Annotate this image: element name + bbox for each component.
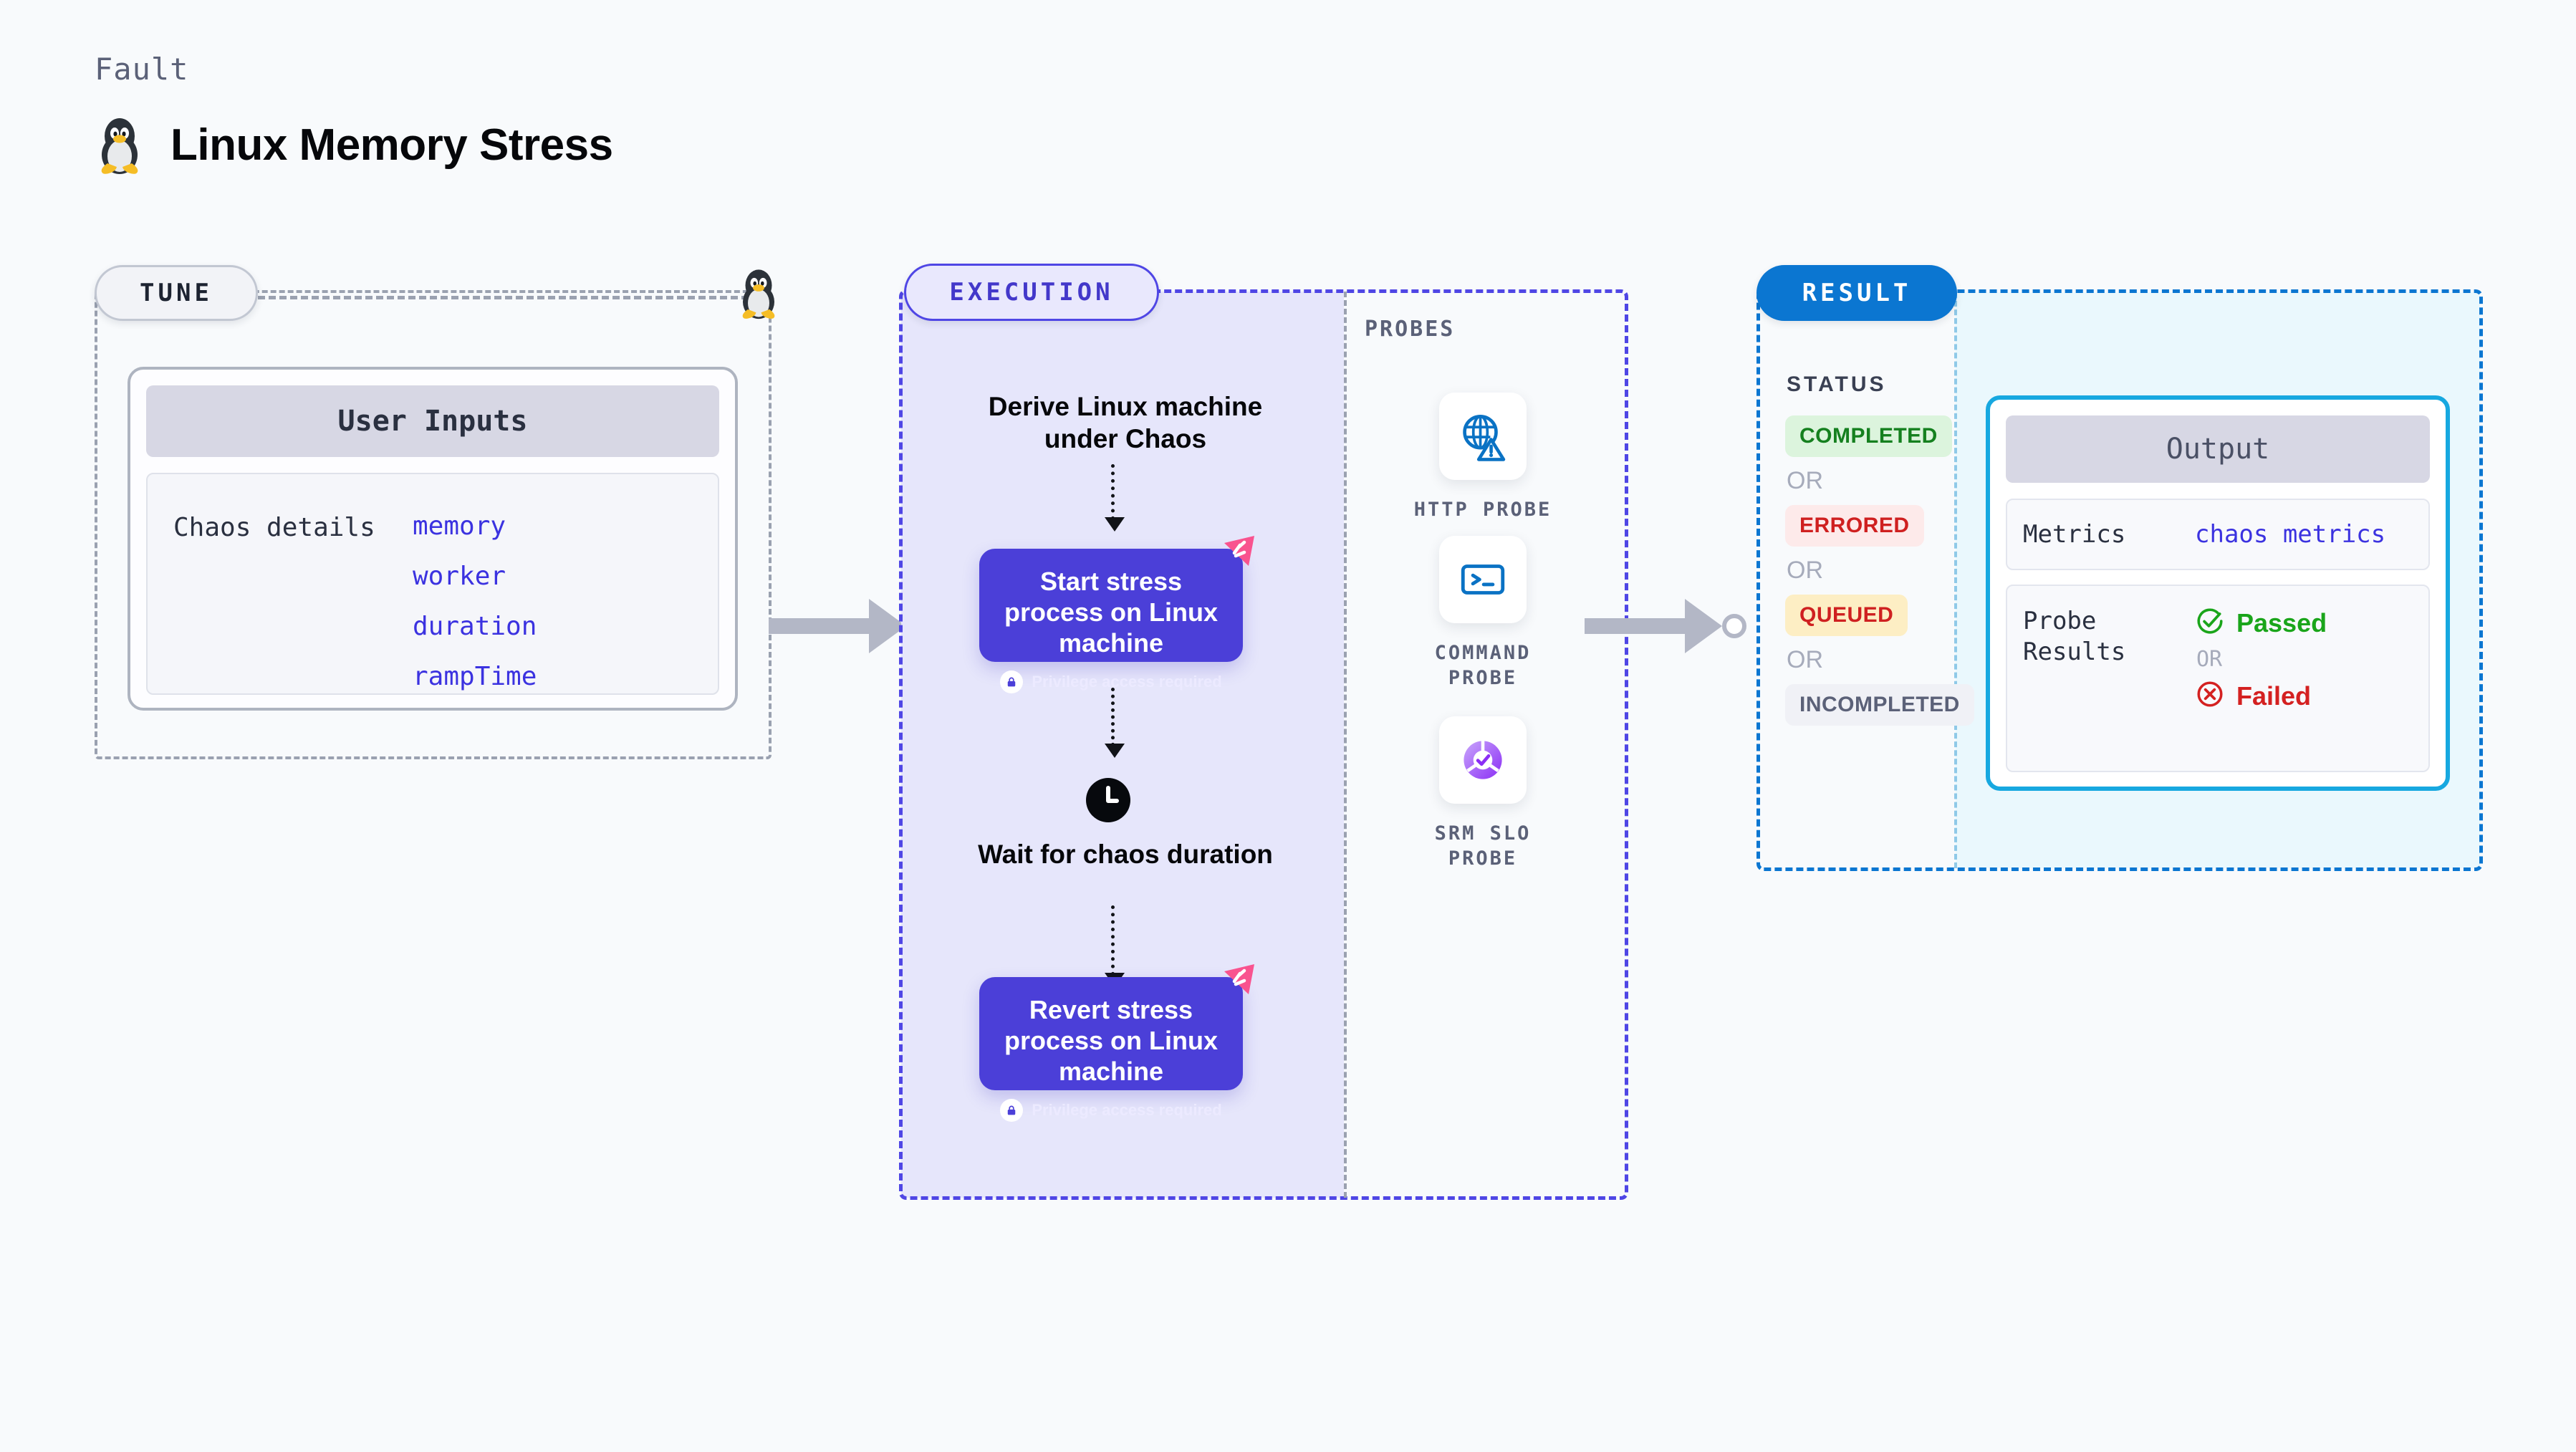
probe-results-row: Probe Results Passed OR (2006, 585, 2430, 772)
status-list: COMPLETED OR ERRORED OR QUEUED OR INCOMP… (1785, 415, 1974, 726)
metrics-key: Metrics (2023, 520, 2126, 549)
revert-step-title: Revert stress process on Linux machine (1004, 995, 1219, 1087)
probe-results-key: Probe Results (2023, 607, 2126, 666)
metrics-value[interactable]: chaos metrics (2195, 520, 2386, 549)
param-worker[interactable]: worker (413, 562, 506, 591)
chaos-details-panel: Chaos details memory worker duration ram… (146, 473, 719, 695)
fault-kicker: Fault (95, 52, 189, 87)
flow-arrow-wait-to-revert (1105, 905, 1125, 987)
status-section-label: STATUS (1787, 372, 1887, 396)
param-ramptime[interactable]: rampTime (413, 662, 537, 691)
status-or-3: OR (1787, 646, 1823, 673)
status-badge-errored: ERRORED (1785, 505, 1924, 547)
tune-connector-line (258, 296, 759, 299)
tune-pill[interactable]: TUNE (95, 265, 258, 321)
execution-pill[interactable]: EXECUTION (904, 264, 1159, 321)
status-or-2: OR (1787, 557, 1823, 584)
start-step-note: Privilege access required (998, 670, 1224, 693)
wait-step-label: Wait for chaos duration (978, 840, 1273, 869)
terminal-prompt-icon (1439, 536, 1527, 623)
execution-region (899, 289, 1628, 1200)
revert-stress-step-card[interactable]: Revert stress process on Linux machine P… (979, 964, 1254, 1122)
probe-item-command[interactable]: COMMAND PROBE (1397, 536, 1569, 691)
start-step-note-text: Privilege access required (1032, 672, 1222, 691)
start-step-title: Start stress process on Linux machine (1004, 567, 1219, 658)
user-inputs-header: User Inputs (146, 385, 719, 457)
start-stress-step-card[interactable]: Start stress process on Linux machine Pr… (979, 536, 1254, 693)
result-pill[interactable]: RESULT (1756, 265, 1957, 321)
flow-arrow-start-to-wait (1105, 688, 1125, 758)
result-inner-divider (1954, 292, 1957, 868)
passed-label: Passed (2236, 607, 2327, 638)
metrics-row: Metrics chaos metrics (2006, 499, 2430, 570)
probe-result-passed: Passed (2195, 606, 2327, 640)
failed-label: Failed (2236, 681, 2312, 711)
status-badge-queued: QUEUED (1785, 595, 1908, 636)
revert-step-note: Privilege access required (998, 1098, 1224, 1122)
connector-node (1722, 614, 1746, 638)
probes-section-label: PROBES (1365, 317, 1456, 342)
clock-icon (1086, 778, 1130, 826)
chaos-badge-icon (1220, 961, 1259, 1002)
probe-result-failed: Failed (2195, 679, 2327, 713)
probe-label-http: HTTP PROBE (1413, 499, 1552, 521)
chaos-details-label: Chaos details (173, 513, 375, 542)
probe-results-values: Passed OR Failed (2195, 606, 2327, 771)
probe-result-or: OR (2196, 647, 2223, 672)
tux-penguin-icon (736, 266, 781, 323)
param-duration[interactable]: duration (413, 612, 537, 641)
probe-label-srm-slo: SRM SLO PROBE (1434, 822, 1532, 870)
derive-step-label: Derive Linux machine under Chaos (988, 392, 1263, 454)
param-memory[interactable]: memory (413, 511, 506, 541)
user-inputs-card: User Inputs Chaos details memory worker … (128, 367, 738, 711)
page-title: Linux Memory Stress (170, 120, 613, 170)
tux-penguin-icon (95, 115, 145, 175)
chaos-badge-icon (1220, 533, 1259, 574)
status-or-1: OR (1787, 467, 1823, 494)
status-badge-incompleted: INCOMPLETED (1785, 684, 1974, 726)
revert-step-note-text: Privilege access required (1032, 1100, 1222, 1119)
output-header: Output (2006, 415, 2430, 483)
flow-arrow-derive-to-start (1105, 464, 1125, 532)
check-circle-icon (2195, 606, 2225, 640)
result-region (1756, 289, 2483, 871)
slo-donut-check-icon (1439, 716, 1527, 804)
tune-region (95, 290, 772, 759)
lock-icon (1000, 670, 1024, 693)
x-circle-icon (2195, 679, 2225, 713)
status-badge-completed: COMPLETED (1785, 415, 1952, 457)
fault-title-row: Linux Memory Stress (95, 115, 613, 175)
execution-to-result-arrow (1585, 599, 1746, 653)
output-card: Output Metrics chaos metrics Probe Resul… (1986, 395, 2450, 791)
probes-divider (1344, 292, 1347, 1198)
probe-item-http[interactable]: HTTP PROBE (1397, 393, 1569, 522)
probe-item-srm-slo[interactable]: SRM SLO PROBE (1397, 716, 1569, 871)
probe-label-command: COMMAND PROBE (1434, 642, 1532, 690)
globe-warning-icon (1439, 393, 1527, 480)
lock-icon (1000, 1098, 1024, 1122)
chaos-params-list: memory worker duration rampTime (413, 511, 537, 691)
